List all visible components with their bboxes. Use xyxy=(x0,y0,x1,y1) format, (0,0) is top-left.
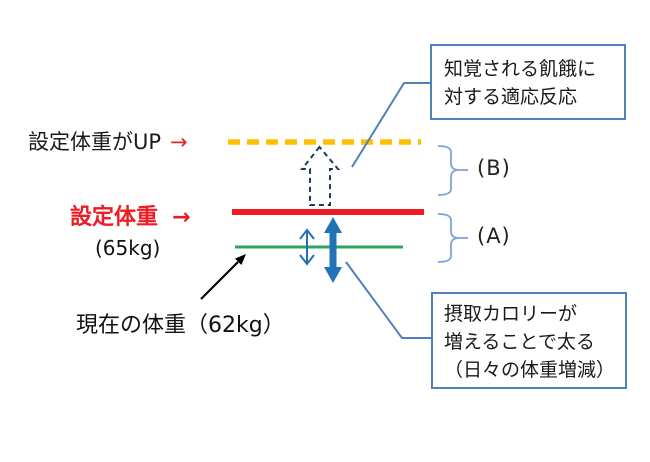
set-weight-arrow: → xyxy=(172,205,191,230)
calorie-intake-line-3: （日々の体重増減） xyxy=(444,359,616,381)
set-weight-text: 設定体重 xyxy=(70,205,159,230)
set-weight-up-label: 設定体重がUP → xyxy=(28,126,188,156)
region-b-label: (B) xyxy=(477,156,511,180)
current-weight-label: 現在の体重（62kg） xyxy=(76,313,285,338)
set-weight-label: 設定体重 → xyxy=(70,199,190,231)
adaptive-response-line-2: 対する適応反応 xyxy=(444,86,578,108)
large-fluctuation-arrow xyxy=(324,217,342,283)
current-weight-pointer-arrow xyxy=(200,254,246,300)
adaptive-response-line-1: 知覚される飢餓に xyxy=(444,58,597,80)
bottom-callout-connector xyxy=(345,261,432,339)
calorie-intake-line-1: 摂取カロリーが xyxy=(444,303,578,325)
adaptive-response-up-arrow xyxy=(299,145,341,206)
region-a-label: (A) xyxy=(477,224,511,248)
calorie-intake-callout: 摂取カロリーが 増えることで太る （日々の体重増減） xyxy=(431,292,627,389)
region-a-brace xyxy=(437,213,468,263)
top-callout-connector xyxy=(351,82,433,168)
set-weight-up-arrow: → xyxy=(170,130,188,154)
calorie-intake-line-2: 増えることで太る xyxy=(444,331,595,353)
set-weight-value: (65kg) xyxy=(95,236,161,260)
adaptive-response-callout: 知覚される飢餓に 対する適応反応 xyxy=(430,44,626,120)
region-b-brace xyxy=(437,145,468,196)
small-fluctuation-arrow xyxy=(299,228,315,266)
set-weight-up-text: 設定体重がUP xyxy=(28,130,162,154)
